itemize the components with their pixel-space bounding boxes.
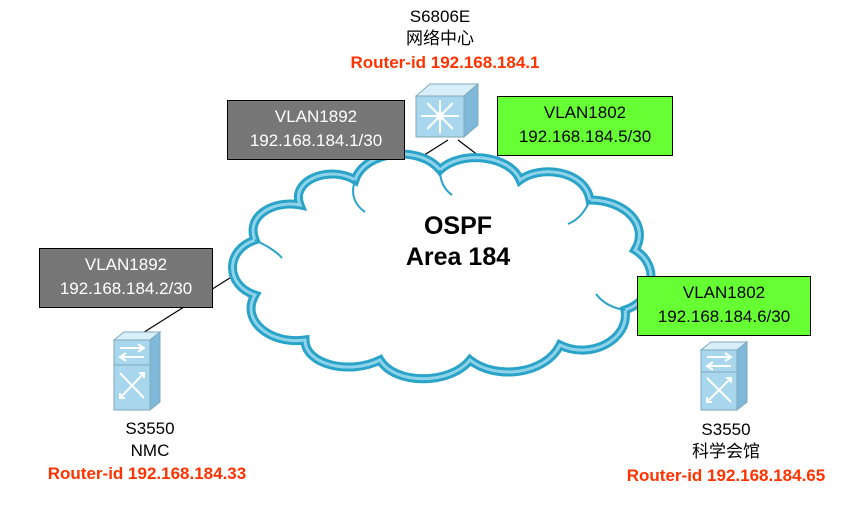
- left-location: NMC: [130, 441, 170, 460]
- vlan-ip: 192.168.184.5/30: [518, 127, 652, 146]
- layer3-switch-icon: [414, 82, 480, 139]
- right-location: 科学会馆: [692, 442, 760, 461]
- vlan-name: VLAN1892: [274, 107, 358, 126]
- ospf-area: Area 184: [405, 243, 511, 271]
- right-router-id: Router-id 192.168.184.65: [626, 466, 826, 485]
- workgroup-switch-icon: [112, 330, 162, 412]
- vlan-name: VLAN1802: [543, 103, 627, 122]
- vlan-label-core-right: VLAN1802 192.168.184.5/30: [497, 96, 673, 156]
- vlan-label-right-core: VLAN1802 192.168.184.6/30: [637, 276, 811, 336]
- core-router-id: Router-id 192.168.184.1: [350, 53, 540, 72]
- vlan-label-core-left: VLAN1892 192.168.184.1/30: [227, 100, 405, 160]
- vlan-ip: 192.168.184.6/30: [657, 307, 791, 326]
- left-model: S3550: [125, 419, 175, 438]
- core-model: S6806E: [409, 7, 471, 26]
- ospf-protocol: OSPF: [423, 212, 493, 240]
- vlan-label-left-core: VLAN1892 192.168.184.2/30: [39, 248, 213, 308]
- core-location: 网络中心: [406, 29, 474, 48]
- workgroup-switch-icon: [699, 340, 749, 412]
- vlan-name: VLAN1802: [682, 283, 766, 302]
- vlan-ip: 192.168.184.2/30: [59, 279, 193, 298]
- vlan-name: VLAN1892: [84, 255, 168, 274]
- left-router-id: Router-id 192.168.184.33: [47, 464, 247, 483]
- ospf-cloud: [228, 149, 656, 384]
- vlan-ip: 192.168.184.1/30: [249, 131, 383, 150]
- right-model: S3550: [701, 420, 751, 439]
- ospf-area-label: OSPF Area 184: [368, 211, 548, 273]
